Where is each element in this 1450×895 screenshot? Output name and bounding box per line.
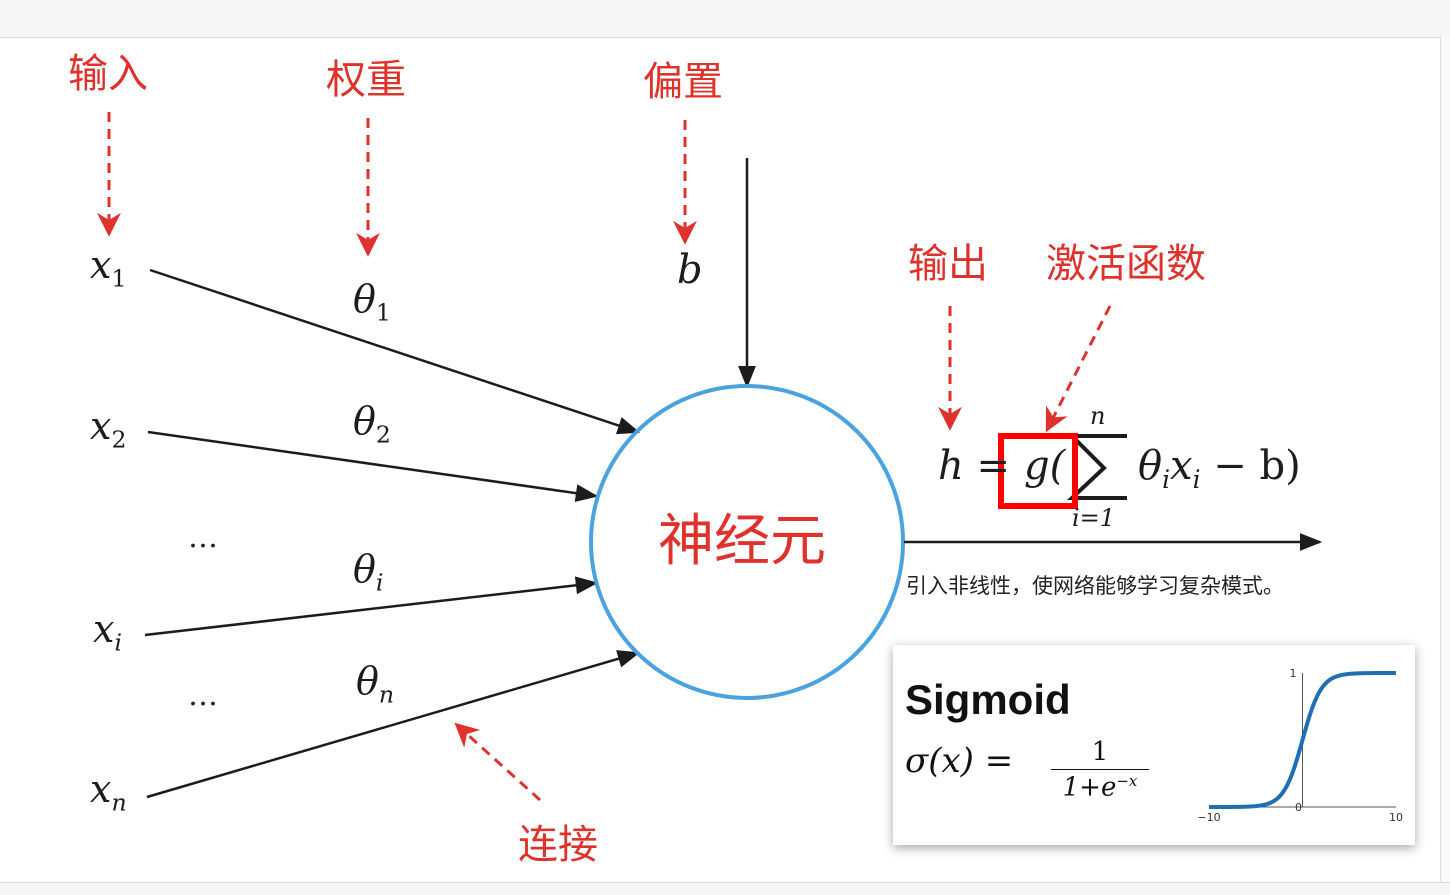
sigmoid-numerator: 1 bbox=[1051, 737, 1149, 770]
weight-thetai: θi bbox=[353, 547, 384, 597]
right-scroll-edge[interactable] bbox=[1440, 37, 1450, 882]
formula-sum-upper: n bbox=[1090, 402, 1106, 430]
output-label: 输出 bbox=[908, 241, 988, 287]
y-tick-one: 1 bbox=[1290, 667, 1297, 680]
bottom-bar bbox=[0, 882, 1450, 895]
sigmoid-formula-lhs: σ(x) = bbox=[905, 741, 1014, 781]
connection-line-1 bbox=[149, 268, 641, 435]
weight-theta1: θ1 bbox=[353, 277, 391, 327]
neuron-circle bbox=[589, 384, 905, 700]
weight-thetan: θn bbox=[356, 659, 395, 709]
x-tick-zero: 0 bbox=[1295, 801, 1302, 814]
sigmoid-title: Sigmoid bbox=[905, 676, 1071, 723]
connection-label: 连接 bbox=[518, 822, 598, 868]
bias-label: 偏置 bbox=[643, 59, 723, 105]
activation-note: 引入非线性，使网络能够学习复杂模式。 bbox=[906, 574, 1284, 598]
activation-annotation-arrow bbox=[1045, 305, 1112, 433]
sigmoid-denominator: 1+e−x bbox=[1062, 772, 1138, 803]
connection-annotation-arrow bbox=[454, 722, 542, 802]
input-label: 输入 bbox=[68, 51, 148, 97]
connection-line-2 bbox=[147, 430, 599, 503]
formula-sum-lower: i=1 bbox=[1072, 504, 1116, 532]
neuron-label: 神经元 bbox=[658, 509, 826, 574]
connection-line-i bbox=[144, 576, 599, 637]
input-x2: x2 bbox=[90, 404, 127, 454]
input-xi: xi bbox=[93, 607, 122, 657]
sigmoid-card: Sigmoid σ(x) = 1 1+e−x −10 0 10 1 bbox=[893, 645, 1415, 845]
sigmoid-fraction: 1 1+e−x bbox=[1051, 737, 1149, 803]
summation-sign bbox=[1066, 434, 1127, 500]
formula-lhs: h = bbox=[938, 443, 1010, 489]
input-xn: xn bbox=[90, 767, 127, 817]
formula-body: θixi − b) bbox=[1138, 443, 1301, 494]
connection-line-n bbox=[146, 650, 641, 799]
x-tick-max: 10 bbox=[1389, 811, 1403, 824]
x-tick-min: −10 bbox=[1197, 811, 1220, 824]
sigmoid-chart: −10 0 10 1 bbox=[1197, 667, 1403, 824]
sigmoid-curve bbox=[1209, 671, 1396, 809]
ellipsis-upper: … bbox=[188, 520, 221, 555]
weight-label: 权重 bbox=[326, 57, 406, 103]
ellipsis-lower: … bbox=[188, 678, 221, 713]
weight-theta2: θ2 bbox=[353, 399, 391, 449]
activation-highlight-box bbox=[998, 433, 1078, 509]
bias-symbol: b bbox=[677, 247, 703, 293]
activation-label: 激活函数 bbox=[1046, 241, 1206, 287]
input-x1: x1 bbox=[90, 243, 127, 293]
formula-g: g( bbox=[1024, 443, 1066, 489]
top-toolbar bbox=[0, 0, 1450, 38]
